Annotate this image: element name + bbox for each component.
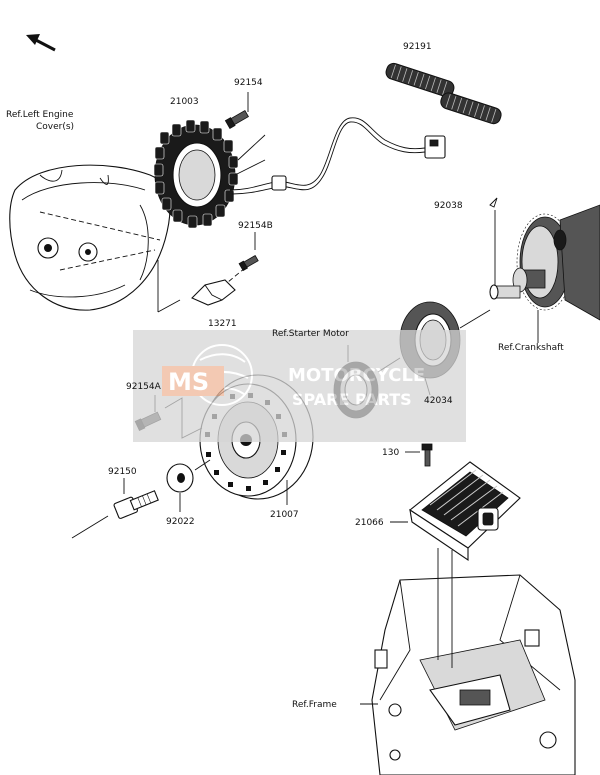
watermark-line1: MOTORCYCLE <box>288 365 425 386</box>
wire-clamp-bracket <box>191 279 236 306</box>
crankshaft <box>489 204 600 321</box>
label-ref-crankshaft: Ref.Crankshaft <box>498 343 564 353</box>
label-92022: 92022 <box>166 517 195 527</box>
flange-bolt-92150 <box>71 478 159 539</box>
label-92038: 92038 <box>434 201 463 211</box>
label-21007: 21007 <box>270 510 299 520</box>
label-ref-frame: Ref.Frame <box>292 700 337 710</box>
label-130: 130 <box>382 448 399 458</box>
label-92150: 92150 <box>108 467 137 477</box>
regulator-rectifier-21066 <box>390 461 521 562</box>
label-13271: 13271 <box>208 319 237 329</box>
bolt-92154 <box>224 92 249 130</box>
label-92191: 92191 <box>403 42 432 52</box>
watermark: MS MOTORCYCLE SPARE PARTS <box>133 330 466 442</box>
frame-section <box>360 548 576 775</box>
label-ref-left-cover-line1: Ref.Left Engine <box>6 110 74 120</box>
label-92154B: 92154B <box>238 221 273 231</box>
front-direction-arrow <box>26 34 56 52</box>
label-92154: 92154 <box>234 78 263 88</box>
bolt-130 <box>405 443 433 467</box>
label-42034: 42034 <box>424 396 453 406</box>
watermark-logo: MS <box>168 368 209 396</box>
washer-92022 <box>166 459 211 512</box>
woodruff-key-92038 <box>489 197 498 286</box>
bolt-92154B <box>227 232 259 283</box>
label-92154A: 92154A <box>126 382 162 392</box>
label-ref-left-cover-line2: Cover(s) <box>36 122 74 132</box>
label-21066: 21066 <box>355 518 384 528</box>
left-engine-cover <box>9 164 171 311</box>
label-21003: 21003 <box>170 97 199 107</box>
stator-coil <box>153 119 239 229</box>
harness-protection-tubes <box>385 62 502 125</box>
watermark-logo-box <box>162 366 224 396</box>
stator-wire-harness <box>229 117 446 195</box>
watermark-line2: SPARE PARTS <box>292 390 412 409</box>
label-ref-starter-motor: Ref.Starter Motor <box>272 329 349 339</box>
